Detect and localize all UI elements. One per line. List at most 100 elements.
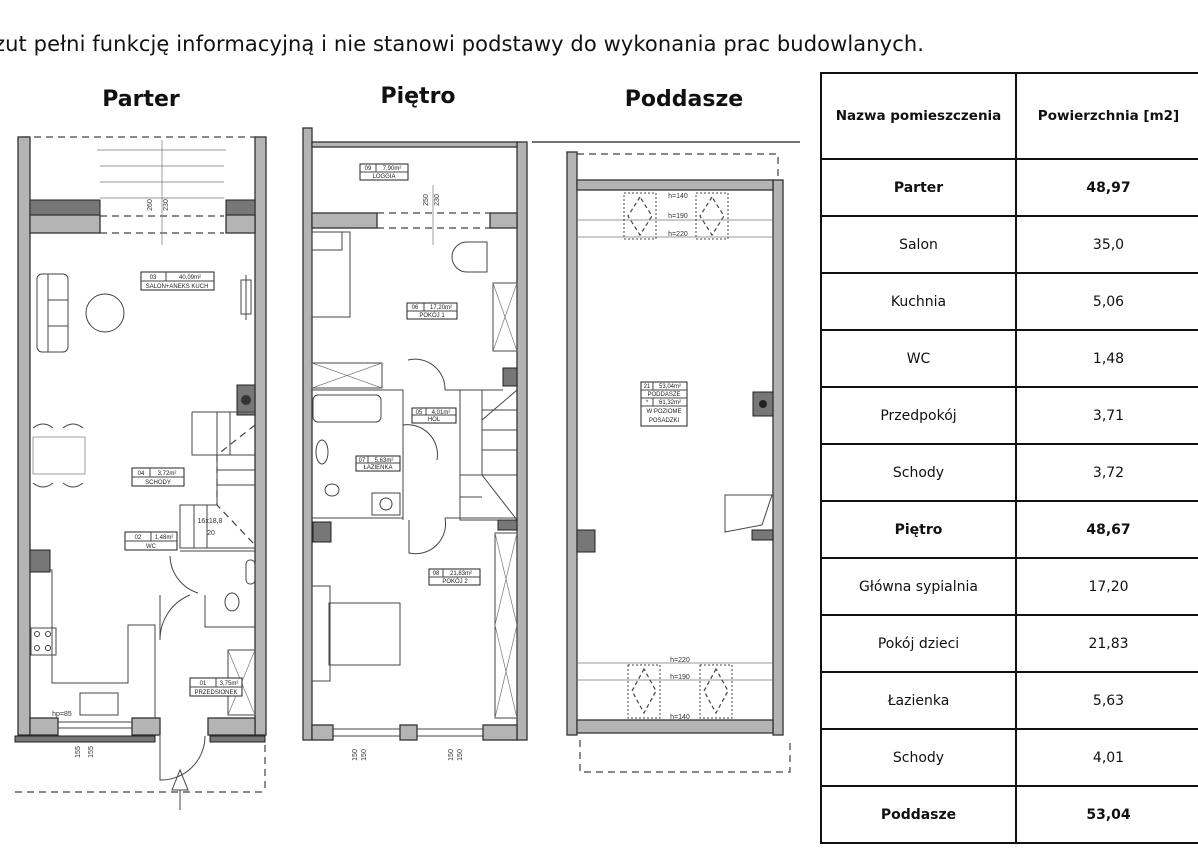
svg-text:21,83m²: 21,83m²: [450, 571, 472, 577]
room-name-cell: Przedpokój: [820, 386, 1017, 445]
svg-text:5,63m²: 5,63m²: [375, 458, 394, 464]
svg-text:1,48m²: 1,48m²: [155, 535, 174, 541]
room-area-cell: 53,04: [1015, 785, 1198, 844]
svg-text:21: 21: [644, 384, 651, 390]
dim-text: 250: [423, 194, 430, 206]
height-mark: h=220: [668, 231, 688, 238]
svg-text:07: 07: [359, 458, 366, 464]
height-mark: h=220: [670, 657, 690, 664]
svg-text:ŁAZIENKA: ŁAZIENKA: [363, 465, 392, 471]
room-area-cell: 4,01: [1015, 728, 1198, 787]
height-mark: h=190: [668, 213, 688, 220]
dim-text: 260: [147, 199, 154, 211]
room-label-pokoj1: 06 17,20m² POKÓJ 1: [406, 302, 458, 320]
height-mark: h=140: [670, 714, 690, 721]
svg-text:02: 02: [135, 535, 142, 541]
svg-text:POSADZKI: POSADZKI: [649, 418, 680, 424]
svg-text:53,04m²: 53,04m²: [659, 384, 681, 390]
svg-text:3,75m²: 3,75m²: [220, 681, 239, 687]
room-area-cell: 3,72: [1015, 443, 1198, 502]
disclaimer-text: zut pełni funkcję informacyjną i nie sta…: [0, 32, 925, 56]
svg-text:W POZIOME: W POZIOME: [647, 409, 682, 415]
room-label-schody: 04 3,72m² SCHODY: [131, 467, 185, 487]
dim-text: 150: [352, 749, 359, 761]
dim-text: 150: [448, 749, 455, 761]
room-area-cell: 5,06: [1015, 272, 1198, 331]
roof-window: [695, 192, 729, 240]
svg-text:PODDASZE: PODDASZE: [647, 392, 680, 398]
svg-text:4,01m²: 4,01m²: [432, 410, 451, 416]
svg-text:SCHODY: SCHODY: [145, 480, 171, 486]
room-name-cell: Salon: [820, 215, 1017, 274]
room-label-wc: 02 1,48m² WC: [124, 531, 178, 551]
roof-window: [623, 192, 657, 240]
room-name-cell: Łazienka: [820, 671, 1017, 730]
room-label-salon: 03 40,09m² SALON+ANEKS KUCH: [140, 271, 215, 291]
room-label-pokoj2: 08 21,83m² POKÓJ 2: [428, 568, 481, 586]
room-area-cell: 1,48: [1015, 329, 1198, 388]
room-name-cell: Poddasze: [820, 785, 1017, 844]
svg-text:04: 04: [138, 471, 145, 477]
dim-text: 230: [163, 199, 170, 211]
floor-title-poddasze: Poddasze: [624, 87, 744, 112]
room-name-cell: Schody: [820, 443, 1017, 502]
room-area-table: Nazwa pomieszczenia Powierzchnia [m2] Pa…: [820, 72, 1198, 844]
room-label-przedsionek: 01 3,75m² PRZEDSIONEK: [189, 677, 243, 697]
svg-text:01: 01: [200, 681, 207, 687]
svg-text:05: 05: [416, 410, 423, 416]
svg-text:PRZEDSIONEK: PRZEDSIONEK: [194, 690, 237, 696]
room-label-lazienka: 07 5,63m² ŁAZIENKA: [355, 455, 401, 472]
stairs-spec: 16x18,8: [198, 518, 223, 525]
room-name-cell: Pokój dzieci: [820, 614, 1017, 673]
table-header-row: Nazwa pomieszczenia Powierzchnia [m2]: [820, 72, 1198, 160]
plan-parter: 260 230 16x18,8 20 hp=85: [14, 136, 267, 810]
room-area-cell: 35,0: [1015, 215, 1198, 274]
room-area-cell: 48,67: [1015, 500, 1198, 559]
svg-text:POKÓJ 2: POKÓJ 2: [442, 578, 468, 585]
floor-plans: 260 230 16x18,8 20 hp=85: [14, 127, 800, 810]
svg-text:06: 06: [412, 305, 419, 311]
svg-text:3,72m²: 3,72m²: [158, 471, 177, 477]
room-area-cell: 17,20: [1015, 557, 1198, 616]
svg-text:POKÓJ 1: POKÓJ 1: [419, 312, 445, 319]
header-area: Powierzchnia [m2]: [1015, 72, 1198, 160]
dim-text: 155: [75, 746, 82, 758]
room-label-poddasze: 21 53,04m² PODDASZE * 61,32m² W POZIOME …: [640, 381, 688, 427]
svg-text:61,32m²: 61,32m²: [659, 400, 681, 406]
room-label-hol: 05 4,01m² HOL: [411, 407, 457, 424]
plan-poddasze: h=140 h=190 h=220 h=220 h=190 h=140 21 5…: [566, 151, 791, 773]
room-area-cell: 21,83: [1015, 614, 1198, 673]
room-area-cell: 5,63: [1015, 671, 1198, 730]
room-name-cell: Parter: [820, 158, 1017, 217]
room-name-cell: Piętro: [820, 500, 1017, 559]
svg-text:LOGGIA: LOGGIA: [372, 174, 395, 180]
stairs-count: 20: [207, 530, 215, 537]
floor-title-parter: Parter: [102, 87, 180, 112]
counter-height: hp=85: [52, 711, 72, 718]
room-label-loggia: 09 7,90m² LOGGIA: [359, 163, 409, 181]
room-name-cell: Schody: [820, 728, 1017, 787]
svg-text:09: 09: [365, 166, 372, 172]
svg-text:40,09m²: 40,09m²: [179, 275, 201, 281]
room-area-cell: 3,71: [1015, 386, 1198, 445]
dim-text: 155: [88, 746, 95, 758]
height-mark: h=140: [668, 193, 688, 200]
dim-text: 150: [361, 749, 368, 761]
height-mark: h=190: [670, 674, 690, 681]
room-name-cell: WC: [820, 329, 1017, 388]
dim-text: 150: [457, 749, 464, 761]
svg-text:03: 03: [150, 275, 157, 281]
roof-window: [699, 664, 733, 719]
plan-pietro: 250 230 150 150 150 150: [302, 127, 528, 761]
